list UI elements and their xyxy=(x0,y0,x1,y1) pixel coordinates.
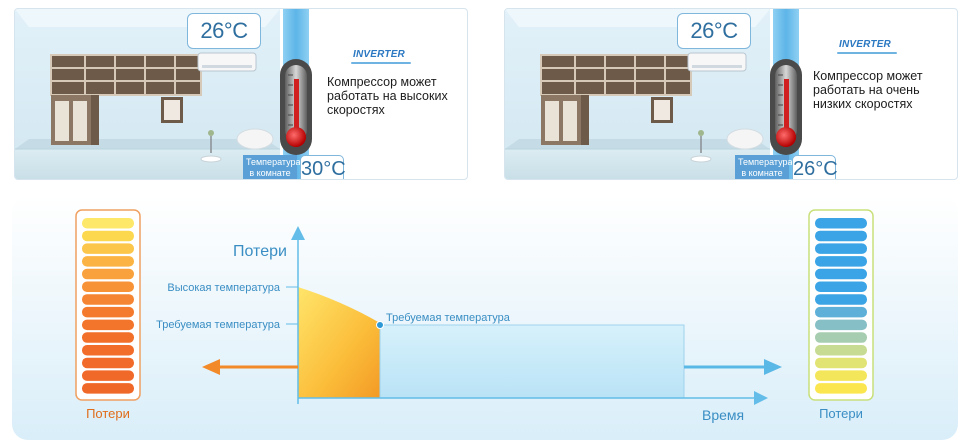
low-loss-meter-segment xyxy=(815,268,867,280)
required-temp-label-point: Требуемая температура xyxy=(386,312,511,324)
x-axis-label: Время xyxy=(702,407,744,423)
high-temp-label: Высокая температура xyxy=(167,282,280,294)
low-loss-meter xyxy=(815,218,867,394)
low-loss-meter-segment xyxy=(815,319,867,331)
ac-set-temperature: 26°C xyxy=(677,13,751,49)
high-loss-meter-segment xyxy=(82,370,134,381)
high-loss-meter-segment xyxy=(82,230,134,242)
low-loss-meter-segment xyxy=(815,243,867,254)
low-loss-meter-segment xyxy=(815,281,867,292)
low-loss-meter-segment xyxy=(815,306,867,318)
high-loss-area xyxy=(298,287,380,398)
high-loss-meter-segment xyxy=(82,281,134,292)
low-loss-meter-segment xyxy=(815,345,867,356)
compressor-description: Компрессор может работать на высоких ско… xyxy=(327,75,448,117)
low-loss-arrow-head-icon xyxy=(764,359,782,375)
high-loss-meter-segment xyxy=(82,319,134,331)
compressor-description: Компрессор может работать на очень низки… xyxy=(813,69,923,111)
low-loss-meter-segment xyxy=(815,357,867,369)
inverter-logo: INVERTER xyxy=(839,39,891,50)
inverter-logo-swoosh xyxy=(837,52,897,54)
high-loss-meter-segment xyxy=(82,294,134,305)
energy-loss-diagram: Потери Высокая температура Требуемая тем… xyxy=(12,196,958,440)
required-temp-point xyxy=(376,321,384,329)
room-panel-high-speed: 26°C INVERTER Компрессор может работать … xyxy=(14,8,468,180)
high-loss-meter-segment xyxy=(82,357,134,369)
room-temperature-value: 30°C xyxy=(300,155,346,179)
low-loss-meter-segment xyxy=(815,218,867,229)
ac-set-temperature: 26°C xyxy=(187,13,261,49)
high-loss-arrow-head-icon xyxy=(202,359,220,375)
room-temperature-label: Температура в комнате xyxy=(735,155,793,179)
low-loss-meter-label: Потери xyxy=(819,406,863,421)
high-loss-meter-segment xyxy=(82,332,134,343)
required-temp-label-axis: Требуемая температура xyxy=(156,319,281,331)
low-loss-meter-segment xyxy=(815,383,867,394)
low-loss-meter-segment xyxy=(815,294,867,305)
low-loss-meter-segment xyxy=(815,332,867,343)
high-loss-meter-segment xyxy=(82,243,134,254)
high-loss-meter-segment xyxy=(82,345,134,356)
diagram-background xyxy=(12,196,958,440)
high-loss-meter-segment xyxy=(82,268,134,280)
high-loss-meter-segment xyxy=(82,383,134,394)
low-loss-meter-segment xyxy=(815,230,867,242)
room-temperature-value: 26°C xyxy=(792,155,838,179)
y-axis-arrow-icon xyxy=(291,226,305,240)
high-loss-meter-label: Потери xyxy=(86,406,130,421)
high-loss-meter-segment xyxy=(82,256,134,267)
low-loss-meter-segment xyxy=(815,370,867,381)
low-loss-area xyxy=(379,324,685,399)
x-axis-arrow-icon xyxy=(754,391,768,405)
low-loss-meter-segment xyxy=(815,256,867,267)
inverter-logo: INVERTER xyxy=(353,49,405,60)
high-loss-meter-segment xyxy=(82,306,134,318)
room-temperature-label: Температура в комнате xyxy=(243,155,301,179)
room-panel-low-speed: 26°C INVERTER Компрессор может работать … xyxy=(504,8,958,180)
y-axis-label: Потери xyxy=(233,243,287,260)
high-loss-meter xyxy=(82,218,134,394)
high-loss-meter-segment xyxy=(82,218,134,229)
inverter-logo-swoosh xyxy=(351,62,411,64)
